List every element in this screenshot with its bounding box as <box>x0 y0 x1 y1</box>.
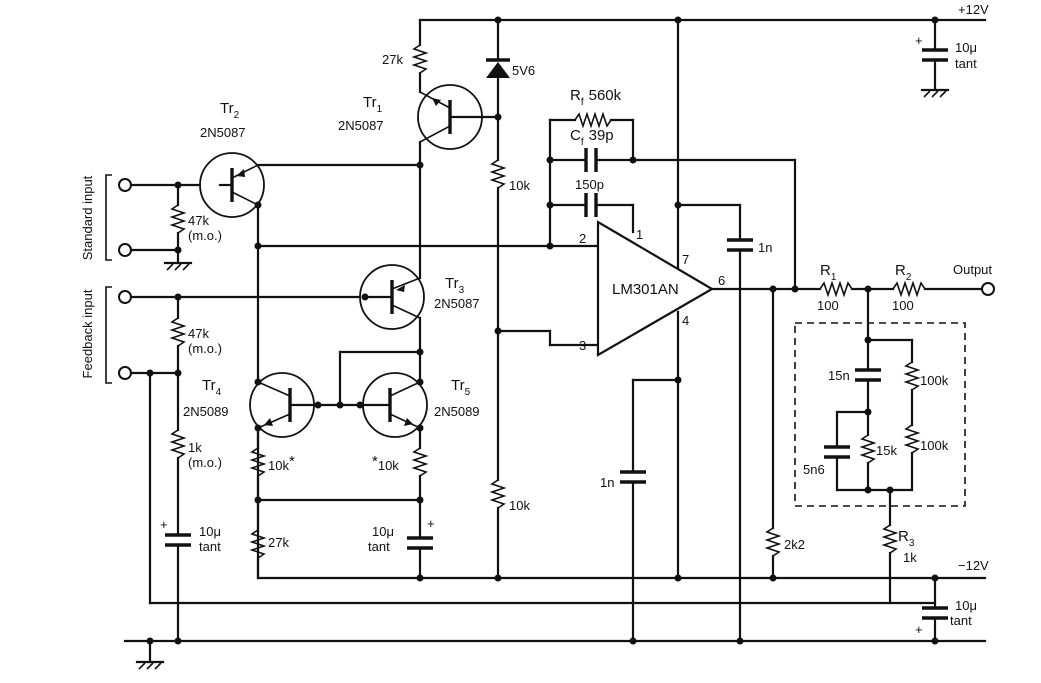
r-10k-tr4-label: 10k* <box>268 453 295 473</box>
c-10u-mid-plus: + <box>427 516 435 531</box>
r2-label: R2 <box>895 262 912 283</box>
r-1k-fb-label: 1k <box>188 440 202 455</box>
r-47k-fb-label: 47k <box>188 326 209 341</box>
c-10u-top-label: 10μ <box>955 40 977 55</box>
tr3-label: Tr3 <box>445 275 465 296</box>
r-100k-b-label: 100k <box>920 438 949 453</box>
standard-input-section <box>105 174 222 271</box>
output-label: Output <box>953 262 992 277</box>
transistor-tr3 <box>359 264 425 330</box>
feedback-input-label: Feedback input <box>80 289 95 378</box>
r-27k-bottom-label: 27k <box>268 535 289 550</box>
pin-6: 6 <box>718 273 725 288</box>
opamp-name: LM301AN <box>612 281 679 298</box>
capacitor-10u-bottom <box>922 576 948 643</box>
transistor-tr2 <box>199 152 265 218</box>
c-5n6-label: 5n6 <box>803 462 825 477</box>
c-10u-mid-note: tant <box>368 539 390 554</box>
r-47k-std-note: (m.o.) <box>188 228 222 243</box>
dashed-network-box <box>794 322 966 507</box>
standard-input-terminal-a[interactable] <box>118 178 132 192</box>
r-10k-tr5-label: *10k <box>372 453 399 473</box>
r-10k-upper-label: 10k <box>509 178 530 193</box>
pin-3: 3 <box>579 338 586 353</box>
c-10u-fb-label: 10μ <box>199 524 221 539</box>
r-1k-fb-note: (m.o.) <box>188 455 222 470</box>
r2-value: 100 <box>892 298 914 313</box>
c-10u-bottom-plus: + <box>915 622 923 637</box>
pin-2: 2 <box>579 231 586 246</box>
r-15k-label: 15k <box>876 443 897 458</box>
r1-label: R1 <box>820 262 837 283</box>
pin-1: 1 <box>636 227 643 242</box>
r3-value: 1k <box>903 550 917 565</box>
opamp-lm301an <box>596 220 715 357</box>
c-10u-bottom-label: 10μ <box>955 598 977 613</box>
c-10u-fb-note: tant <box>199 539 221 554</box>
rail-negative-label: −12V <box>958 558 989 573</box>
transistor-tr4 <box>249 372 342 438</box>
rail-positive-label: +12V <box>958 2 989 17</box>
feedback-input-terminal-b[interactable] <box>118 366 132 380</box>
tr1-part: 2N5087 <box>338 118 384 133</box>
feedback-rc-network <box>546 111 797 248</box>
pin-4: 4 <box>682 313 689 328</box>
tr5-part: 2N5089 <box>434 404 480 419</box>
r-47k-std-label: 47k <box>188 213 209 228</box>
standard-input-terminal-b[interactable] <box>118 243 132 257</box>
feedback-input-section <box>105 286 367 645</box>
r-100k-a-label: 100k <box>920 373 949 388</box>
tr4-part: 2N5089 <box>183 404 229 419</box>
r3-label: R3 <box>898 528 915 549</box>
c-10u-fb-plus: + <box>160 517 168 532</box>
r-47k-fb-note: (m.o.) <box>188 341 222 356</box>
ground-symbol <box>135 639 165 670</box>
r-27k-top-label: 27k <box>382 52 403 67</box>
c-15n-label: 15n <box>828 368 850 383</box>
zener-5v6 <box>486 18 510 162</box>
tr4-label: Tr4 <box>202 377 222 398</box>
c-1n-p4-label: 1n <box>600 475 614 490</box>
tr3-part: 2N5087 <box>434 296 480 311</box>
c-10u-top-plus: + <box>915 33 923 48</box>
c-1n-p7-label: 1n <box>758 240 772 255</box>
feedback-input-terminal-a[interactable] <box>118 290 132 304</box>
rail-wires <box>123 18 987 643</box>
pin-7: 7 <box>682 252 689 267</box>
capacitor-10u-top <box>920 18 950 98</box>
tr2-part: 2N5087 <box>200 125 246 140</box>
standard-input-label: Standard input <box>80 175 95 260</box>
transistor-tr5 <box>358 372 428 438</box>
tr1-label: Tr1 <box>363 94 383 115</box>
tr5-label: Tr5 <box>451 377 471 398</box>
c-150p-label: 150p <box>575 177 604 192</box>
output-terminal[interactable] <box>981 282 995 296</box>
c-10u-bottom-note: tant <box>950 613 972 628</box>
c-10u-top-note: tant <box>955 56 977 71</box>
transistor-tr1 <box>417 84 500 150</box>
zener-label: 5V6 <box>512 63 535 78</box>
tr2-label: Tr2 <box>220 100 240 121</box>
c-10u-mid-label: 10μ <box>372 524 394 539</box>
r-10k-lower-label: 10k <box>509 498 530 513</box>
r1-value: 100 <box>817 298 839 313</box>
r-2k2-label: 2k2 <box>784 537 805 552</box>
